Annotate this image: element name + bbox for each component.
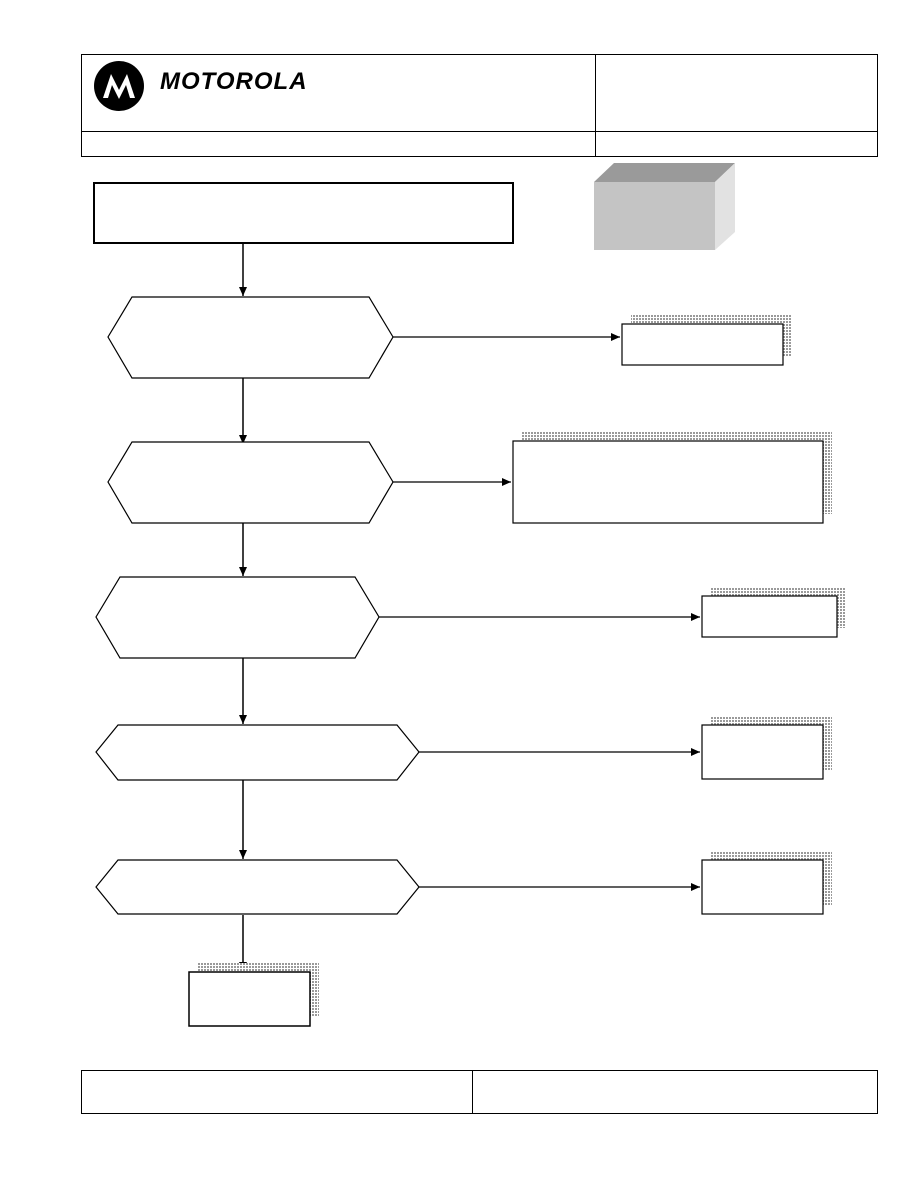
footer-right-cell bbox=[472, 1070, 878, 1114]
decision-4 bbox=[95, 724, 420, 781]
decision-2 bbox=[107, 441, 394, 524]
decision-3 bbox=[95, 576, 380, 659]
motorola-batwing-icon bbox=[94, 61, 144, 111]
result-box-2 bbox=[512, 440, 824, 524]
result-box-1 bbox=[621, 323, 784, 366]
result-box-3 bbox=[701, 595, 838, 638]
decision-1 bbox=[107, 296, 394, 379]
cube-graphic bbox=[594, 163, 735, 250]
decision-5 bbox=[95, 859, 420, 915]
footer-left-cell bbox=[81, 1070, 473, 1114]
result-box-5 bbox=[701, 859, 824, 915]
end-box bbox=[188, 971, 311, 1027]
start-box bbox=[93, 182, 514, 244]
brand-name: MOTOROLA bbox=[160, 68, 308, 95]
header-subrow-right bbox=[595, 131, 878, 157]
result-box-4 bbox=[701, 724, 824, 780]
